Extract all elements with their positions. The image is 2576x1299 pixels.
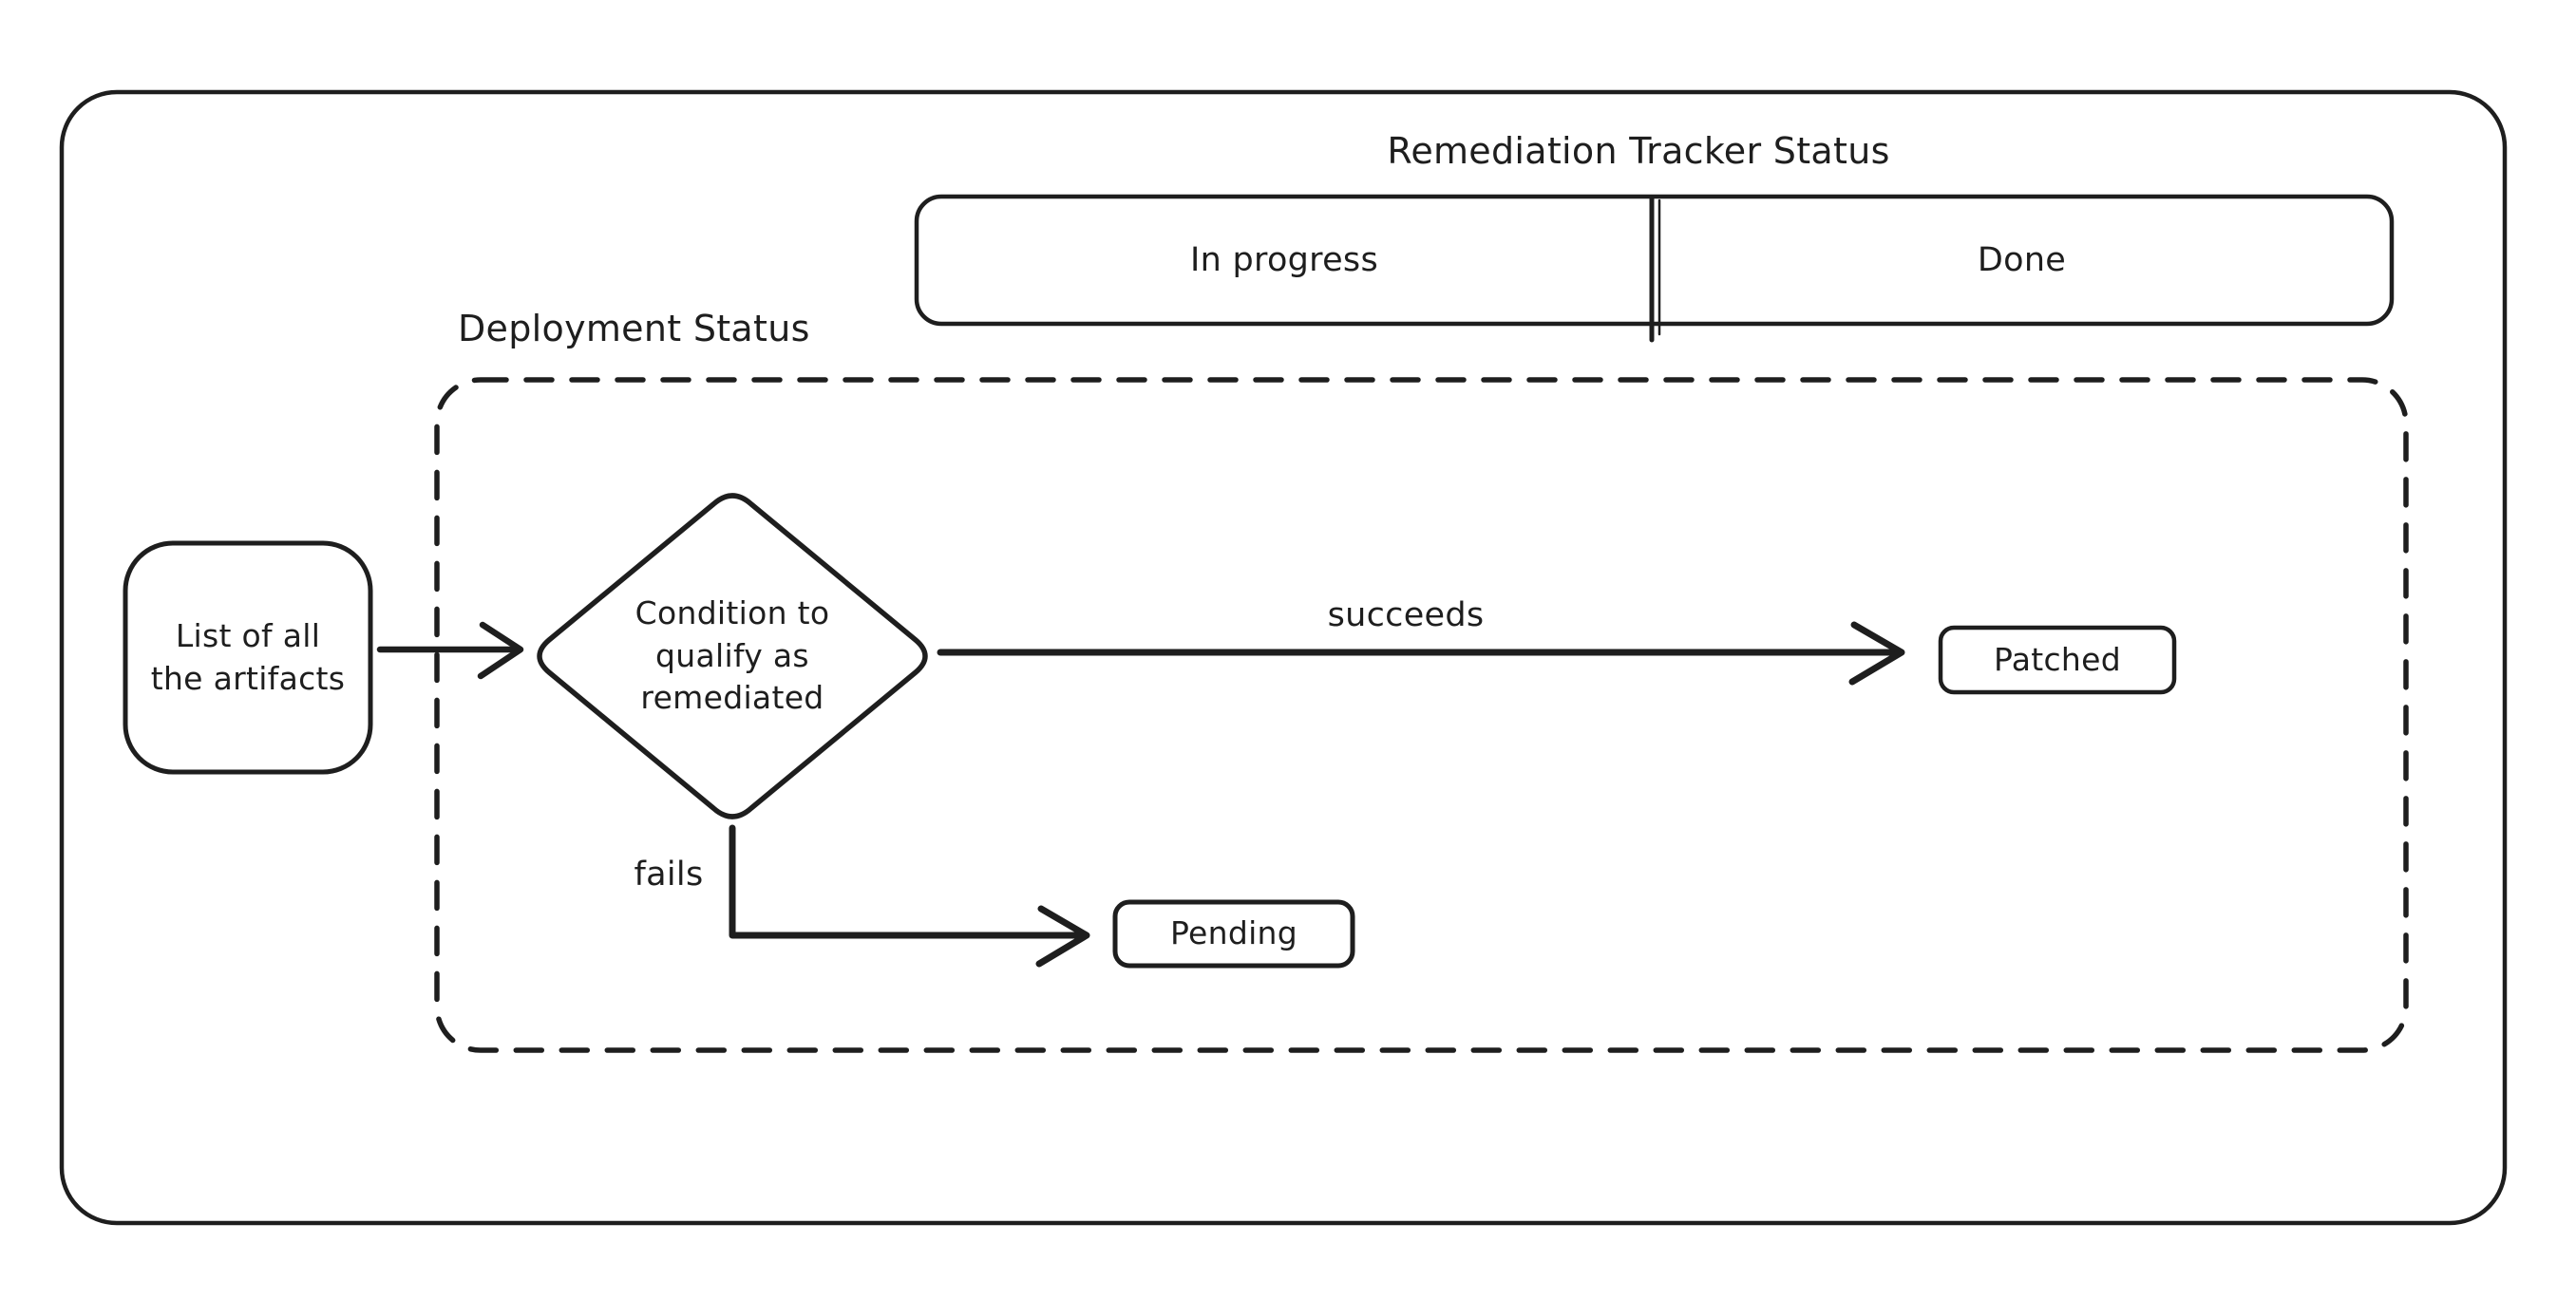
patched-box-label: Patched <box>1994 640 2121 678</box>
artifacts-to-condition-arrowhead <box>477 621 524 680</box>
deployment-status-label: Deployment Status <box>458 308 810 349</box>
diagram-title: Remediation Tracker Status <box>1387 130 1890 172</box>
succeeds-arrowhead <box>1848 621 1905 686</box>
tracker-cell-in-progress-label: In progress <box>1189 241 1379 279</box>
condition-diamond-label: Condition to qualify as remediated <box>635 593 830 717</box>
tracker-cell-done-label: Done <box>1977 241 2067 279</box>
fails-arrowhead <box>1035 905 1090 968</box>
deployment-dashed-container <box>434 377 2409 1053</box>
succeeds-edge-label: succeeds <box>1327 596 1485 634</box>
patched-box <box>1938 625 2177 695</box>
artifacts-box <box>123 540 373 775</box>
outer-frame <box>59 89 2508 1226</box>
pending-box-label: Pending <box>1169 914 1298 952</box>
condition-diamond <box>537 493 928 819</box>
fails-arrow <box>729 824 1083 939</box>
artifacts-box-label: List of all the artifacts <box>150 616 346 697</box>
fails-edge-label: fails <box>634 856 704 894</box>
pending-box <box>1112 899 1355 969</box>
